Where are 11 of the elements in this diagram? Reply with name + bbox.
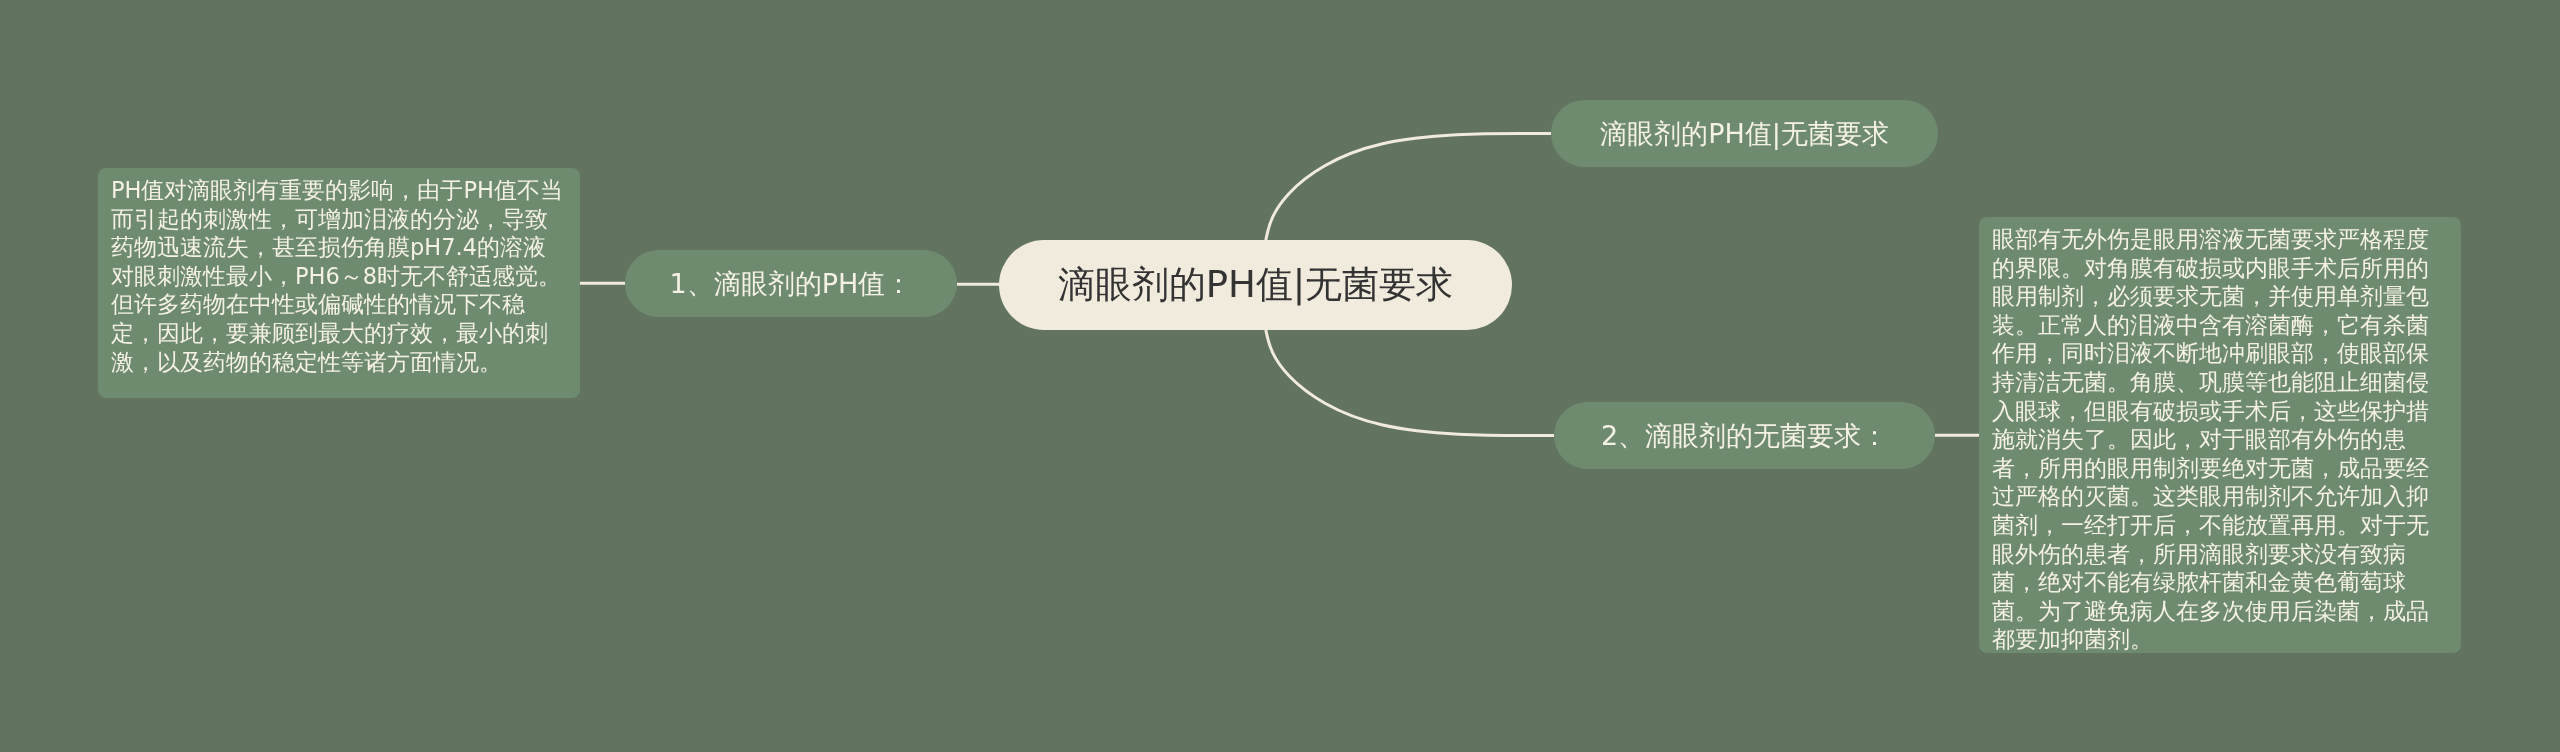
topic-text: 2、滴眼剂的无菌要求： xyxy=(1600,418,1889,453)
note-card xyxy=(98,168,580,398)
topic-text: 滴眼剂的PH值|无菌要求 xyxy=(1057,262,1454,308)
topic-text: 1、滴眼剂的PH值： xyxy=(669,266,913,301)
topic-text: 滴眼剂的PH值|无菌要求 xyxy=(1600,116,1889,152)
note-text: 眼部有无外伤是眼用溶液无菌要求严格程度的界限。对角膜有破损或内眼手术后所用的眼用制剂，必须要求无菌，并使用单剂量包装。正常人的泪液中含有溶菌酶，它有杀菌作用，同时泪液不断地冲刷眼部，使眼部保持清洁无菌。角膜、巩膜等也能阻止细菌侵入眼球，但眼有破损或手术后，这些保护措施就消失了。因此，对于眼部有外伤的患者，所用的眼用制剂要绝对无菌，成品要经过严格的灭菌。这类眼用制剂不允许加入抑菌剂，一经打开后，不能放置再用。对于无眼外伤的患者，所用滴眼剂要求没有致病菌，绝对不能有绿脓杆菌和金黄色葡萄球菌。为了避免病人在多次使用后染菌，成品都要加抑菌剂。 xyxy=(1992,225,2430,654)
connector-line xyxy=(1264,329,1554,437)
connector-line xyxy=(957,282,999,286)
connector-line xyxy=(580,281,625,285)
note-text: PH值对滴眼剂有重要的影响，由于PH值不当而引起的刺激性，可增加泪液的分泌，导致药物迅速流失，甚至损伤角膜pH7.4的溶液对眼刺激性最小，PH6～8时无不舒适感觉。但许多药物在中性或偏碱性的情况下不稳定，因此，要兼顾到最大的疗效，最小的刺激，以及药物的稳定性等诸方面情况。 xyxy=(111,176,564,377)
connector-line xyxy=(1264,132,1551,241)
